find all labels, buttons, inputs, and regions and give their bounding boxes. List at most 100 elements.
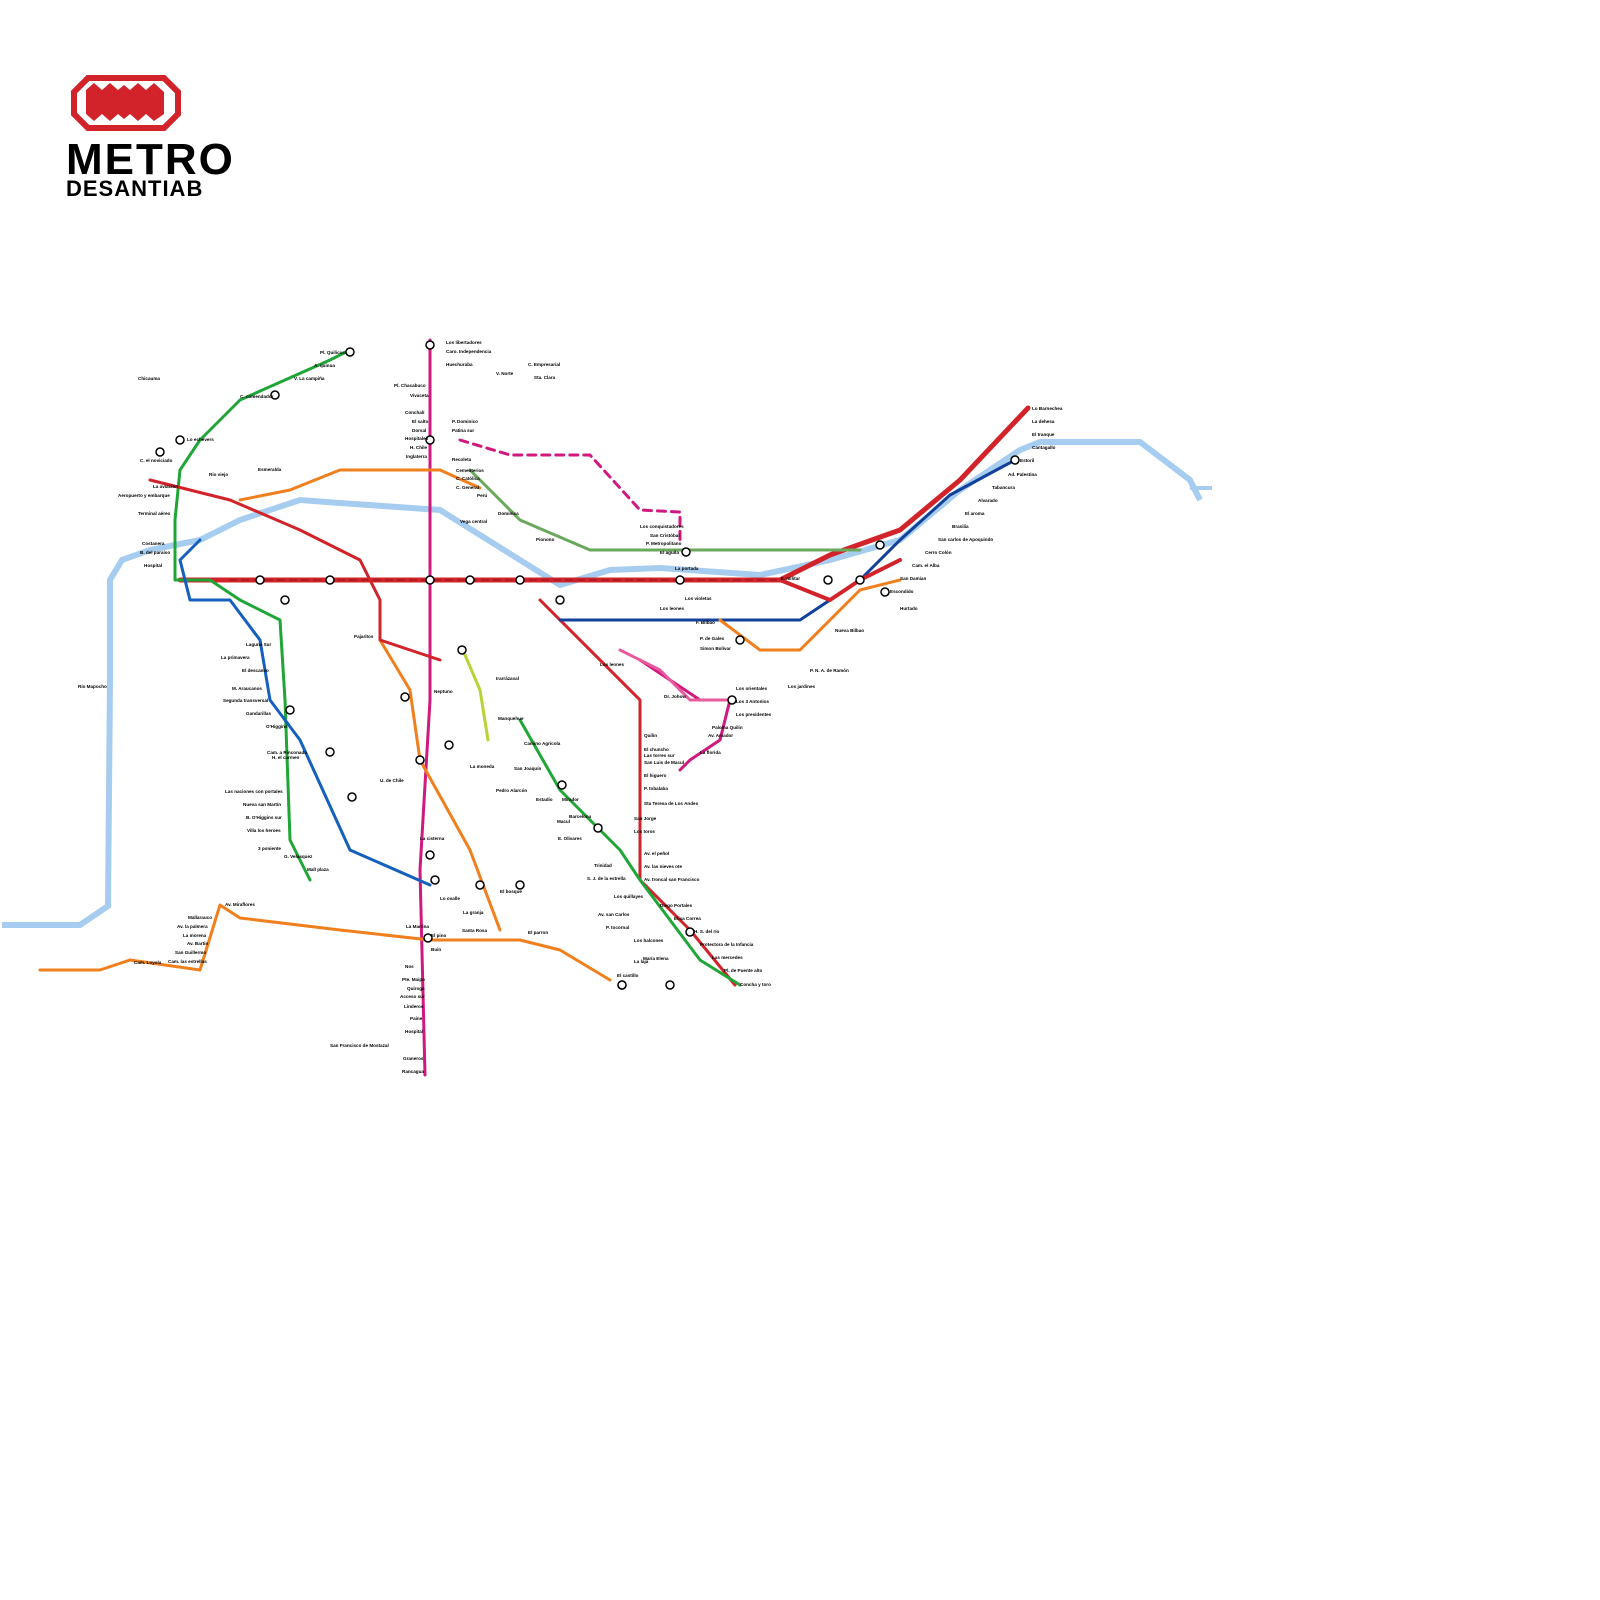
station-label: Cerro Colón xyxy=(925,550,952,555)
station-label: Los libertadores xyxy=(446,340,482,345)
station-label: Segunda transversal xyxy=(223,698,268,703)
station-label: U. de Chile xyxy=(380,778,404,783)
mapocho-river xyxy=(2,439,1203,928)
station-label: Concha y toro xyxy=(740,982,771,987)
station-label: Caro. Independencia xyxy=(446,349,492,354)
station-label: Las torres sur xyxy=(644,753,675,758)
station-label: La morena xyxy=(183,933,207,938)
station-label: El salto xyxy=(412,419,429,424)
station-label: Hospitales xyxy=(405,436,429,441)
station-label: Brasilia xyxy=(952,524,969,529)
station-label: V. Norte xyxy=(496,371,514,376)
station-label: Cam. las estrellas xyxy=(168,959,207,964)
station-marker xyxy=(681,547,691,557)
line-15-orange-north xyxy=(238,468,482,502)
station-marker xyxy=(457,645,467,655)
station-marker xyxy=(255,575,265,585)
station-label: Los quillayes xyxy=(614,894,644,899)
station-label: Inglaterra xyxy=(406,454,427,459)
station-label: Los toros xyxy=(634,829,655,834)
station-marker xyxy=(617,980,627,990)
station-label: Esmeralda xyxy=(258,467,282,472)
station-label: Paloma Quilin xyxy=(712,725,743,730)
station-label: Hospital xyxy=(144,563,162,568)
station-marker xyxy=(425,850,435,860)
line-11-magenta-dashed xyxy=(458,438,682,542)
station-label: Elisa Correa xyxy=(674,916,701,921)
station-label: Dominica xyxy=(498,511,519,516)
station-label: La Martina xyxy=(406,924,429,929)
station-marker xyxy=(325,747,335,757)
station-marker xyxy=(270,390,280,400)
station-label: Alvarado xyxy=(978,498,998,503)
station-marker xyxy=(1010,455,1020,465)
station-label: Graneros xyxy=(403,1056,424,1061)
station-label: San Guillermo xyxy=(175,950,206,955)
station-label: Av. Bartin xyxy=(187,941,208,946)
station-label: Av. la palmera xyxy=(177,924,208,929)
station-label: Acceso sur xyxy=(400,994,425,999)
station-marker xyxy=(880,587,890,597)
station-label: Simon Bolívar xyxy=(700,646,731,651)
station-marker xyxy=(465,575,475,585)
station-label: Terminal aéreo xyxy=(138,511,171,516)
station-label: Huechuraba xyxy=(446,362,473,367)
station-label: Costanera xyxy=(142,541,165,546)
station-label: P. tobalaba xyxy=(644,786,668,791)
station-marker xyxy=(555,595,565,605)
station-label: Perú xyxy=(477,493,487,498)
station-label: C. comendador xyxy=(240,394,274,399)
station-label: Hurtado xyxy=(900,606,918,611)
station-label: Vivaceta xyxy=(410,393,429,398)
station-marker xyxy=(425,575,435,585)
station-label: Mallarauco xyxy=(188,915,212,920)
station-label: E. Olivares xyxy=(558,836,582,841)
station-label: A. quinua xyxy=(314,363,335,368)
station-label: Quilin xyxy=(644,733,657,738)
station-label: Av. Amador xyxy=(708,733,733,738)
station-label: La moneda xyxy=(470,764,495,769)
station-marker xyxy=(325,575,335,585)
station-label: Manquehue xyxy=(498,716,524,721)
station-marker xyxy=(347,792,357,802)
line-10-light-green xyxy=(468,468,862,552)
station-label: Cam. Loyola xyxy=(134,960,162,965)
station-label: Patina sur xyxy=(452,428,474,433)
station-label: Escondido xyxy=(890,589,914,594)
station-label: H. el carmen xyxy=(272,755,300,760)
line-17-orange-east xyxy=(718,578,902,652)
station-marker xyxy=(665,980,675,990)
station-label: Ad. Palestina xyxy=(1008,472,1037,477)
station-label: María Elena xyxy=(643,956,669,961)
station-label: Pl. de Puente alto xyxy=(724,968,762,973)
station-label: Rancagua xyxy=(402,1069,424,1074)
station-label: Santa Rosa xyxy=(462,928,487,933)
logo-subtitle: DESANTIAB xyxy=(66,176,203,201)
station-label: San Cristóbal xyxy=(650,533,680,538)
station-marker xyxy=(400,692,410,702)
station-marker xyxy=(425,435,435,445)
station-label: Nueva Bilbao xyxy=(835,628,864,633)
station-label: Macul xyxy=(557,819,570,824)
station-marker xyxy=(280,595,290,605)
station-label: S. J. de la estrella xyxy=(587,876,626,881)
station-label: Pajaritos xyxy=(354,634,374,639)
station-marker xyxy=(685,927,695,937)
station-label: P. tocornal xyxy=(606,925,629,930)
station-marker xyxy=(675,575,685,585)
station-label: Vega central xyxy=(460,519,487,524)
station-marker xyxy=(345,347,355,357)
station-label: Pte. Maipo xyxy=(402,977,425,982)
station-label: Estoril xyxy=(1020,458,1034,463)
station-label: El higuero xyxy=(644,773,667,778)
station-label: V. La campiña xyxy=(294,376,325,381)
station-marker xyxy=(423,933,433,943)
station-label: Recoleta xyxy=(452,457,472,462)
station-marker xyxy=(515,880,525,890)
station-label: P. Metropolitano xyxy=(646,541,682,546)
line-14-red-west xyxy=(148,478,442,662)
station-label: Laguna Sur xyxy=(246,642,271,647)
station-markers-layer[interactable] xyxy=(155,340,1020,990)
station-label: San carlos de Apoquindo xyxy=(938,537,993,542)
